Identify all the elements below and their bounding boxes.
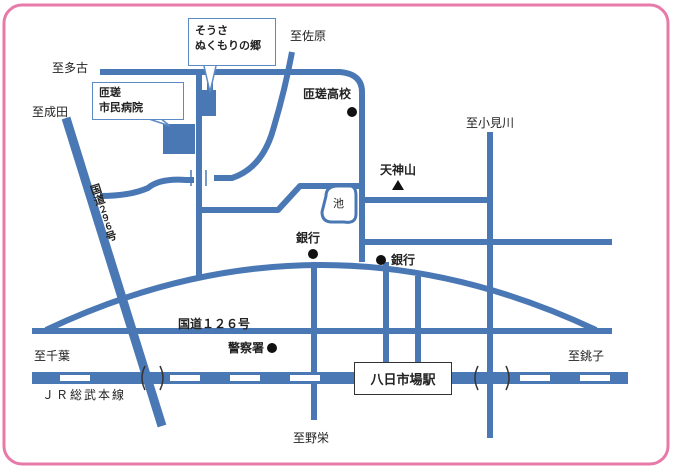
bank2-dot [376, 255, 386, 265]
facility-callout: そうさ ぬくもりの郷 [188, 18, 276, 66]
facility-name-line1: そうさ [195, 24, 228, 37]
label-to-omigawa: 至小見川 [466, 116, 515, 130]
hospital-name-line1: 匝瑳 [99, 86, 121, 99]
police-dot [267, 343, 277, 353]
station-name: 八日市場駅 [370, 373, 436, 388]
facility-name-line2: ぬくもりの郷 [195, 38, 261, 52]
hospital-building [163, 124, 195, 154]
label-jr-line: ＪＲ総武本線 [42, 388, 127, 402]
label-bank1: 銀行 [296, 231, 321, 245]
label-high-school: 匝瑳高校 [303, 87, 352, 101]
jr-rail [32, 365, 628, 391]
label-to-chiba: 至千葉 [34, 349, 71, 363]
junction-mark [190, 170, 207, 186]
label-to-narita: 至成田 [32, 105, 69, 119]
label-tenjinyama: 天神山 [380, 163, 417, 177]
label-route126: 国道１２６号 [178, 317, 251, 331]
facility-building [200, 90, 216, 116]
hospital-name-line2: 市民病院 [99, 100, 143, 114]
station-box: 八日市場駅 [354, 362, 452, 395]
label-to-choshi: 至銚子 [568, 349, 605, 363]
label-to-tago: 至多古 [52, 61, 89, 75]
pond-shape [320, 184, 358, 224]
hospital-callout: 匝瑳 市民病院 [92, 82, 184, 120]
label-pond: 池 [333, 197, 344, 210]
road-tago [100, 69, 365, 262]
label-police: 警察署 [228, 341, 265, 355]
road-west-curve [99, 176, 194, 199]
school-dot [347, 107, 357, 117]
road-sawara [214, 51, 295, 181]
mountain-triangle [392, 180, 404, 190]
bank1-dot [308, 249, 318, 259]
label-to-sawara: 至佐原 [290, 29, 327, 43]
label-to-noe: 至野栄 [293, 431, 330, 445]
label-bank2: 銀行 [391, 253, 416, 267]
